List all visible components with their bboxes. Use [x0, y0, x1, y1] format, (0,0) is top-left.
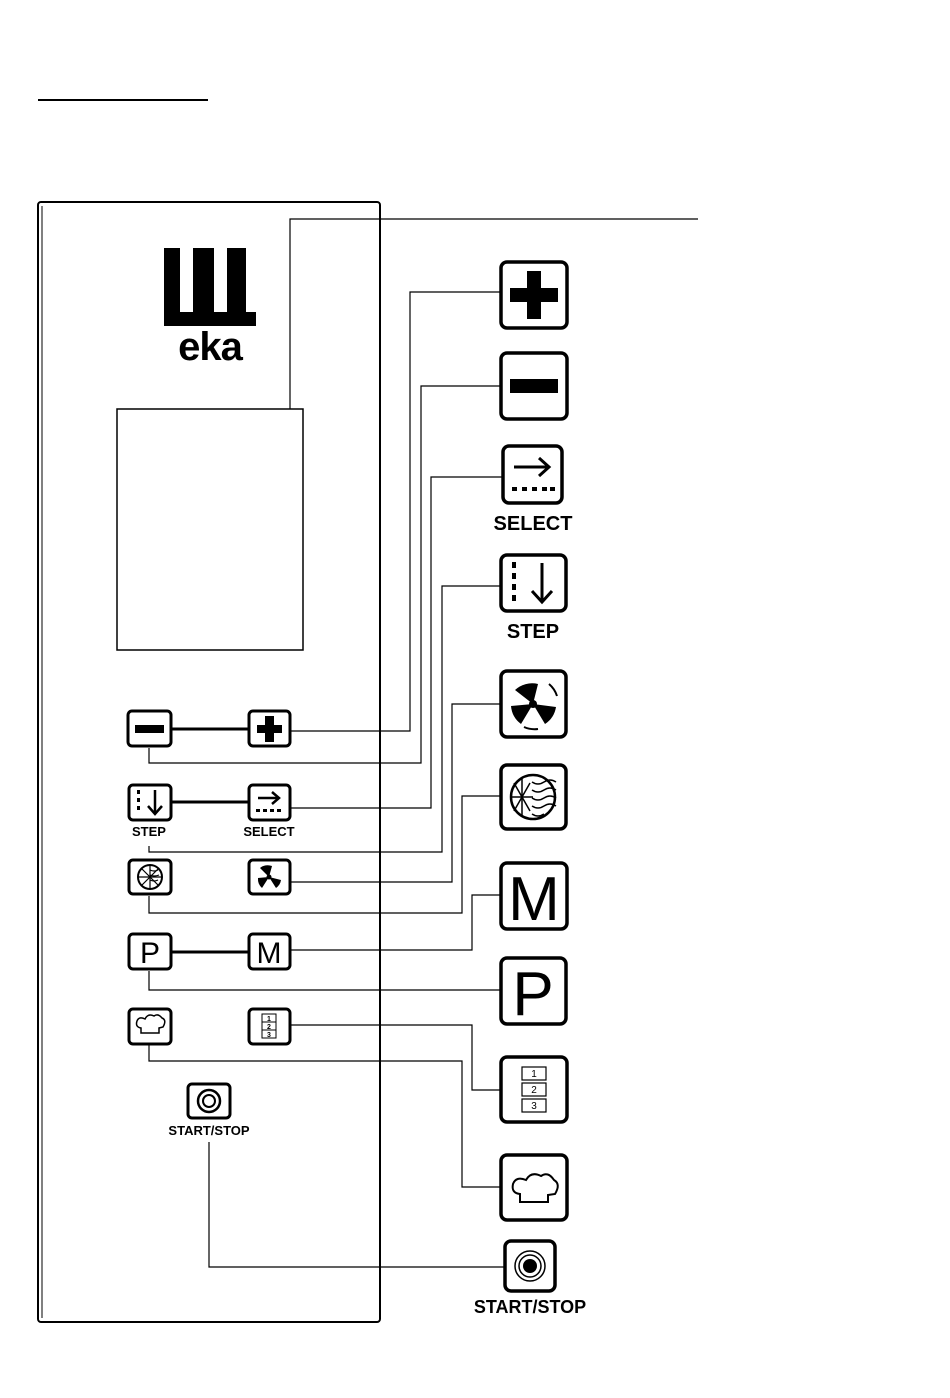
panel-start-stop-button[interactable]: [188, 1084, 230, 1118]
panel-tray-button[interactable]: 1 2 3: [249, 1009, 290, 1044]
letter-p-icon: P: [512, 960, 553, 1029]
leader-minus: [149, 386, 501, 763]
callout-p-button[interactable]: P: [501, 958, 566, 1029]
callout-fan-heat-button[interactable]: [501, 765, 566, 829]
tray-number-2: 2: [531, 1085, 537, 1096]
panel-select-label: SELECT: [243, 824, 294, 839]
leader-step: [149, 586, 501, 852]
leader-plus: [290, 292, 501, 731]
callout-start-stop-button[interactable]: [505, 1241, 555, 1291]
callout-select-label: SELECT: [494, 513, 573, 535]
panel-select-button[interactable]: [249, 785, 290, 820]
panel-fan-heat-button[interactable]: [129, 860, 171, 894]
leader-m: [290, 895, 501, 950]
panel-p-button[interactable]: P: [129, 934, 171, 970]
callout-step-label: STEP: [507, 621, 559, 643]
minus-icon: [510, 379, 558, 393]
callout-start-stop-label: START/STOP: [474, 1297, 586, 1317]
logo-text: eka: [178, 325, 243, 369]
callout-minus-button[interactable]: [501, 353, 567, 419]
eka-logo: eka: [164, 248, 256, 369]
callout-m-button[interactable]: M: [501, 863, 567, 934]
panel-chef-button[interactable]: [129, 1009, 171, 1044]
letter-m-icon: M: [508, 865, 560, 934]
panel-minus-button[interactable]: [128, 711, 171, 746]
letter-p-icon: P: [140, 937, 160, 970]
panel-step-label: STEP: [132, 824, 166, 839]
display-screen: [117, 409, 303, 650]
tray-number-2: 2: [267, 1024, 271, 1031]
callout-plus-button[interactable]: [501, 262, 567, 328]
leader-p: [149, 971, 501, 990]
leader-select: [290, 477, 503, 808]
panel-m-button[interactable]: M: [249, 934, 290, 970]
callout-chef-button[interactable]: [501, 1155, 567, 1220]
tray-number-1: 1: [267, 1016, 271, 1023]
start-stop-icon: [515, 1251, 545, 1281]
panel-plus-button[interactable]: [249, 711, 290, 746]
callout-select-button[interactable]: [503, 446, 562, 503]
panel-step-button[interactable]: [129, 785, 171, 820]
tray-number-3: 3: [267, 1032, 271, 1039]
leader-tray: [290, 1025, 501, 1090]
leader-start-stop: [209, 1142, 505, 1267]
callout-tray-button[interactable]: 1 2 3: [501, 1057, 567, 1122]
tray-number-1: 1: [531, 1069, 537, 1080]
leader-fan-heat: [149, 796, 501, 913]
callout-fan-button[interactable]: [501, 671, 566, 737]
callout-step-button[interactable]: [501, 555, 566, 611]
tray-number-3: 3: [531, 1101, 537, 1112]
panel-fan-button[interactable]: [249, 860, 290, 894]
letter-m-icon: M: [257, 937, 282, 970]
leader-display: [290, 219, 698, 409]
fan-heat-icon: [138, 865, 162, 889]
minus-icon: [135, 725, 164, 733]
panel-start-stop-label: START/STOP: [168, 1123, 249, 1138]
